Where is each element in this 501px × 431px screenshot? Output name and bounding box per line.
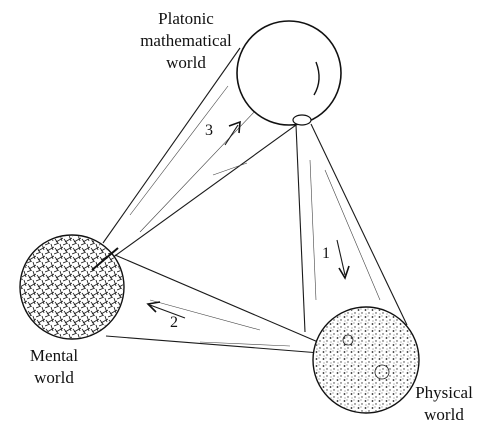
physical-sphere	[312, 306, 420, 414]
arrow-3: 3	[205, 120, 241, 146]
arrow-3-label: 3	[205, 122, 213, 139]
svg-text:Physical: Physical	[415, 383, 473, 402]
platonic-world-label: Platonic mathematical world	[140, 9, 232, 72]
arrow-1-label: 1	[322, 245, 330, 262]
svg-text:Platonic: Platonic	[158, 9, 214, 28]
arrow-2-label: 2	[170, 314, 178, 331]
cone-physical-to-mental	[105, 254, 321, 354]
svg-text:Mental: Mental	[30, 346, 78, 365]
svg-text:mathematical: mathematical	[140, 31, 232, 50]
physical-world-label: Physical world	[415, 383, 473, 424]
cone-platonic-to-physical	[295, 123, 408, 333]
arrow-2: 2	[146, 301, 186, 331]
mental-world-label: Mental world	[30, 346, 78, 387]
svg-text:world: world	[424, 405, 464, 424]
cone-mental-to-platonic	[102, 47, 297, 259]
svg-text:world: world	[166, 53, 206, 72]
arrow-1: 1	[322, 239, 350, 280]
svg-text:world: world	[34, 368, 74, 387]
mental-sphere	[19, 234, 125, 340]
platonic-sphere	[236, 20, 342, 126]
